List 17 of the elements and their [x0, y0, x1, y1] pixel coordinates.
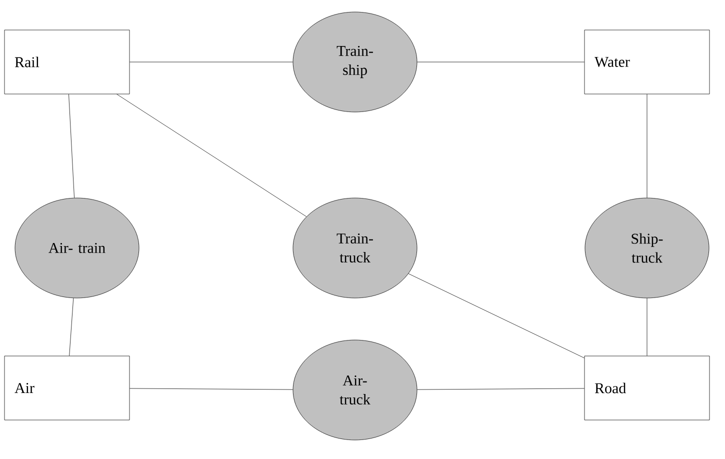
connector-line	[130, 388, 293, 390]
ellipse-node: Train- ship	[292, 12, 418, 112]
connector-line	[646, 298, 648, 356]
rectangle-box: Water	[584, 30, 710, 94]
connector-line	[68, 94, 74, 198]
ellipse-node: Air- truck	[292, 340, 418, 440]
ellipse-node: Ship- truck	[584, 198, 710, 298]
ellipse-node: Air- train	[14, 198, 140, 298]
rectangle-box: Road	[584, 356, 710, 420]
rectangle-box: Air	[4, 356, 130, 420]
rectangle-box: Rail	[4, 30, 130, 94]
connector-line	[646, 94, 648, 198]
connector-line	[116, 94, 307, 217]
connector-line	[69, 298, 74, 356]
connector-line	[417, 388, 584, 390]
ellipse-node: Train- truck	[292, 198, 418, 298]
connector-line	[408, 273, 584, 358]
